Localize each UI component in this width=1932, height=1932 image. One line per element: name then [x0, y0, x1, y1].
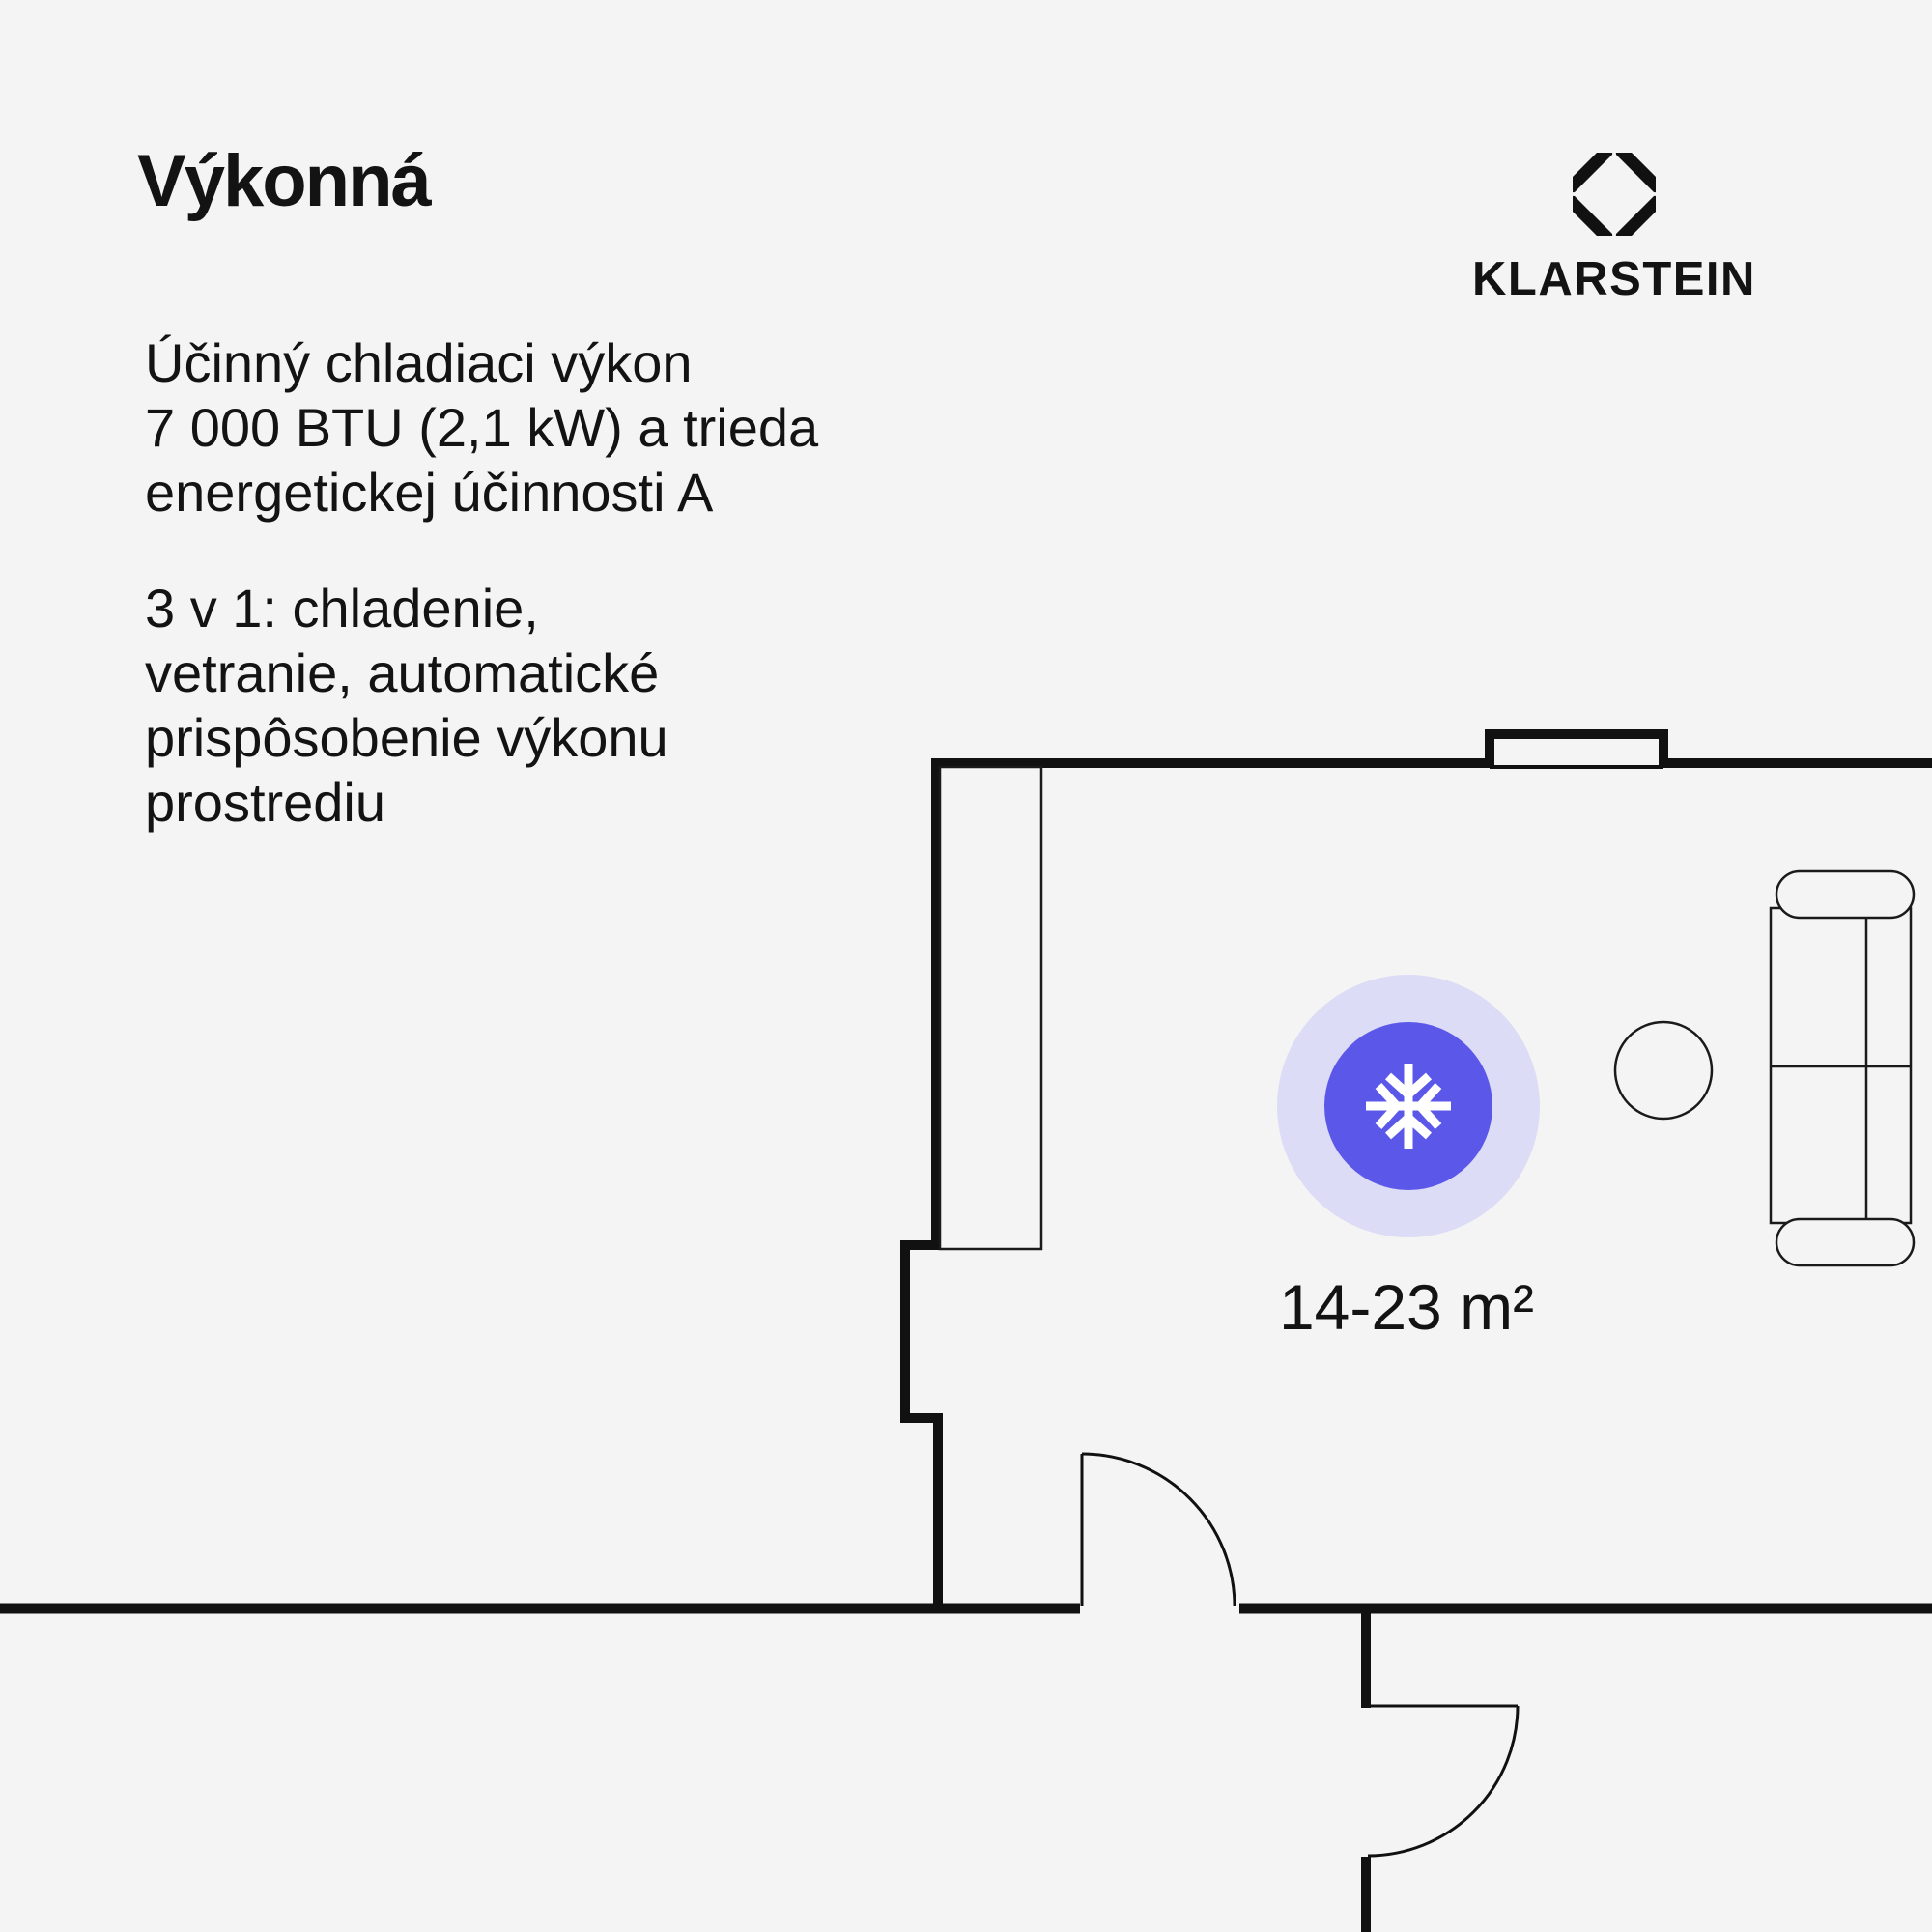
octagon-shape	[1573, 153, 1656, 236]
gap-right	[1648, 192, 1656, 196]
door-top-arc	[1081, 1452, 1236, 1607]
snowflake-chevron-right	[1413, 1082, 1442, 1130]
wall-main-outline	[900, 729, 1932, 1613]
brand-wordmark: KLARSTEIN	[1472, 253, 1756, 305]
feature-paragraph-3in1: 3 v 1: chladenie, vetranie, automatické …	[145, 578, 668, 833]
brand-logo: KLARSTEIN	[1439, 153, 1789, 306]
snowflake-chevron-top	[1384, 1072, 1433, 1101]
page-title: Výkonná	[137, 140, 432, 222]
gap-top	[1612, 153, 1616, 160]
snowflake-icon	[1366, 1064, 1451, 1149]
side-table	[1613, 1020, 1714, 1121]
sofa-armrest-top	[1775, 869, 1916, 920]
window	[938, 765, 1043, 1251]
sofa-armrest-bottom	[1775, 1217, 1916, 1267]
sofa	[1769, 869, 1916, 1267]
snowflake-chevron-left	[1375, 1082, 1404, 1130]
gap-bottom	[1612, 228, 1616, 236]
gap-left	[1573, 192, 1580, 196]
door-bottom-arc	[1367, 1705, 1520, 1858]
feature-paragraph-cooling: Účinný chladiaci výkon 7 000 BTU (2,1 kW…	[145, 332, 819, 523]
snowflake-chevron-bottom	[1384, 1111, 1433, 1140]
area-range-label: 14-23 m²	[1278, 1271, 1535, 1343]
klarstein-octagon-diamond-icon	[1573, 153, 1656, 236]
